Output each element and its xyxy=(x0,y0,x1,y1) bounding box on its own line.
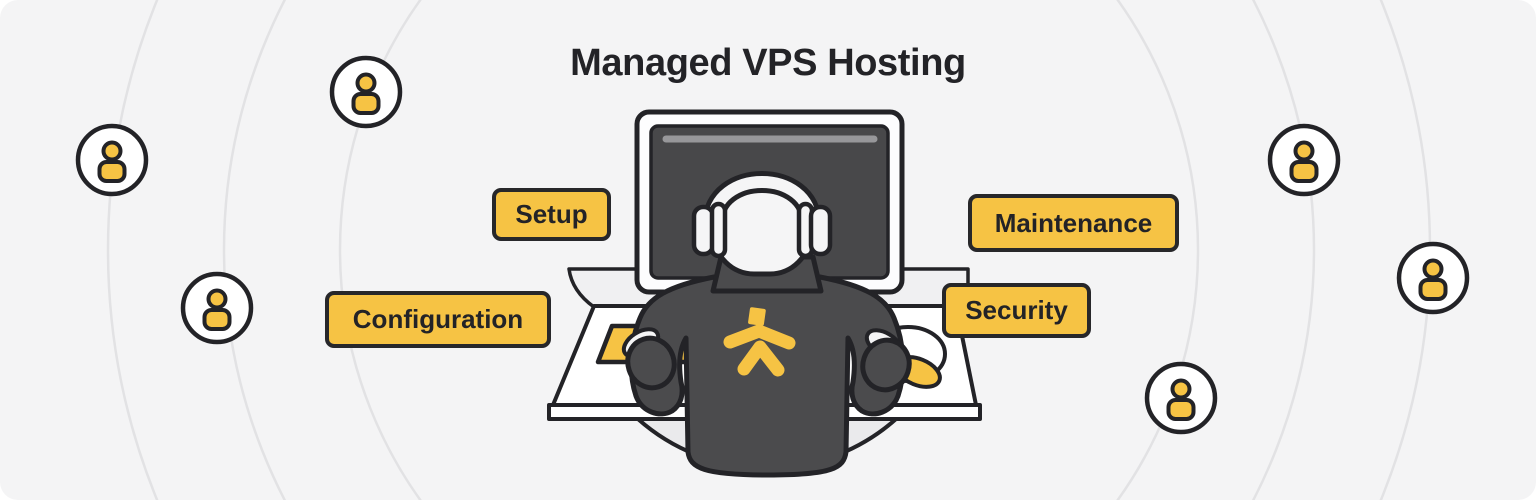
background-circle xyxy=(222,0,1316,500)
star-person-logo-icon xyxy=(723,307,796,377)
chip-setup: Setup xyxy=(492,188,611,241)
user-avatar-icon xyxy=(180,271,254,345)
user-avatars xyxy=(75,55,1470,435)
headphones-icon xyxy=(691,171,833,259)
user-avatar-icon xyxy=(1144,361,1218,435)
right-fist xyxy=(860,337,912,393)
page-title: Managed VPS Hosting xyxy=(570,42,966,84)
user-avatar-icon xyxy=(75,123,149,197)
chip-maintenance: Maintenance xyxy=(968,194,1179,252)
left-fist xyxy=(625,335,677,391)
user-avatar-icon xyxy=(1267,123,1341,197)
chip-configuration: Configuration xyxy=(325,291,551,348)
hands xyxy=(621,327,912,393)
chip-security: Security xyxy=(942,283,1091,338)
user-avatar-icon xyxy=(1396,241,1470,315)
background-circle xyxy=(338,0,1200,500)
support-agent xyxy=(621,171,912,478)
user-avatar-icon xyxy=(329,55,403,129)
